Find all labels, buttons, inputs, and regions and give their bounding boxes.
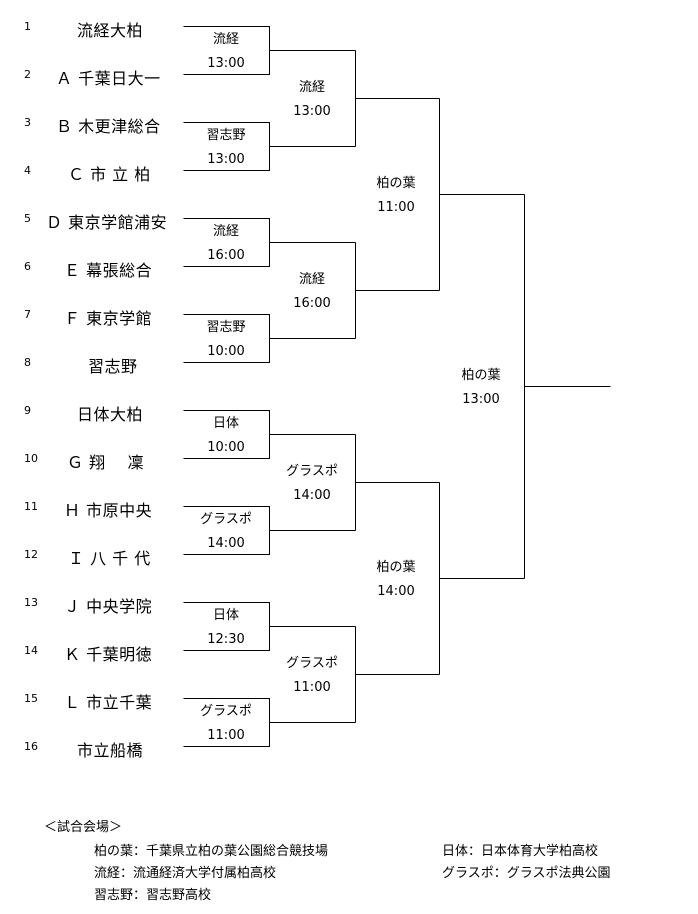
venue-legend-heading: ＜試合会場＞ bbox=[44, 820, 123, 835]
match-venue: 習志野 bbox=[206, 128, 246, 143]
seed-number: 10 bbox=[24, 452, 38, 465]
match-time: 13:00 bbox=[207, 56, 245, 71]
match-venue: 柏の葉 bbox=[376, 560, 416, 575]
match-time: 16:00 bbox=[207, 248, 245, 263]
match-venue: 日体 bbox=[212, 608, 239, 623]
bracket-r1-6 bbox=[183, 506, 356, 555]
team-name: Ｊ 中央学院 bbox=[64, 597, 153, 616]
seed-number: 13 bbox=[24, 596, 38, 609]
match-r1-7: 日体 12:30 bbox=[184, 604, 268, 652]
match-sf-2: 柏の葉 14:00 bbox=[354, 556, 438, 604]
match-venue: 流経 bbox=[212, 224, 239, 239]
match-venue: 柏の葉 bbox=[461, 368, 501, 383]
team-name: Ｄ 東京学館浦安 bbox=[46, 213, 168, 232]
match-time: 11:00 bbox=[377, 200, 415, 215]
match-venue: グラスポ bbox=[200, 704, 252, 719]
match-venue: グラスポ bbox=[200, 512, 252, 527]
bracket-final bbox=[524, 194, 611, 579]
bracket-r1-5 bbox=[183, 410, 356, 459]
venue-kashiwanoha: 柏の葉：千葉県立柏の葉公園総合競技場 bbox=[94, 844, 329, 859]
venue-narashino: 習志野：習志野高校 bbox=[94, 888, 212, 903]
seed-number: 3 bbox=[24, 116, 31, 129]
team-name: 市立船橋 bbox=[77, 741, 144, 760]
match-time: 10:00 bbox=[207, 440, 245, 455]
match-time: 14:00 bbox=[293, 488, 331, 503]
seed-number: 6 bbox=[24, 260, 31, 273]
match-time: 11:00 bbox=[207, 728, 245, 743]
match-time: 16:00 bbox=[293, 296, 331, 311]
team-name: 習志野 bbox=[88, 357, 138, 376]
match-r1-2: 習志野 13:00 bbox=[184, 124, 268, 172]
match-time: 13:00 bbox=[207, 152, 245, 167]
team-name: 流経大柏 bbox=[77, 21, 144, 40]
match-time: 14:00 bbox=[207, 536, 245, 551]
match-venue: 柏の葉 bbox=[376, 176, 416, 191]
seed-number: 15 bbox=[24, 692, 38, 705]
venue-nittai: 日体：日本体育大学柏高校 bbox=[442, 844, 599, 859]
team-name: Ｌ 市立千葉 bbox=[64, 693, 153, 712]
seed-number: 11 bbox=[24, 500, 38, 513]
seed-number: 14 bbox=[24, 644, 38, 657]
seed-number: 4 bbox=[24, 164, 31, 177]
match-time: 13:00 bbox=[293, 104, 331, 119]
bracket-r2-2 bbox=[355, 242, 440, 339]
seed-number: 2 bbox=[24, 68, 31, 81]
team-name: Ａ 千葉日大一 bbox=[56, 69, 161, 88]
seed-number: 1 bbox=[24, 20, 31, 33]
seed-number: 16 bbox=[24, 740, 38, 753]
team-name: 日体大柏 bbox=[77, 405, 144, 424]
team-name: Ｈ 市原中央 bbox=[64, 501, 153, 520]
bracket-r1-1 bbox=[183, 26, 356, 75]
match-venue: 流経 bbox=[212, 32, 239, 47]
seed-number: 5 bbox=[24, 212, 31, 225]
match-venue: 日体 bbox=[212, 416, 239, 431]
seed-number: 8 bbox=[24, 356, 31, 369]
match-r1-5: 日体 10:00 bbox=[184, 412, 268, 460]
match-venue: 流経 bbox=[298, 80, 325, 95]
seed-number: 12 bbox=[24, 548, 38, 561]
match-time: 13:00 bbox=[462, 392, 500, 407]
bracket-r1-7 bbox=[183, 602, 356, 651]
bracket-sf-2 bbox=[439, 482, 525, 675]
match-r1-4: 習志野 10:00 bbox=[184, 316, 268, 364]
match-sf-1: 柏の葉 11:00 bbox=[354, 172, 438, 220]
match-r1-8: グラスポ 11:00 bbox=[184, 700, 268, 748]
match-venue: グラスポ bbox=[286, 656, 338, 671]
venue-gurasupo: グラスポ：グラスポ法典公園 bbox=[442, 866, 611, 881]
bracket-r1-3 bbox=[183, 218, 356, 267]
team-name: Ｂ 木更津総合 bbox=[56, 117, 161, 136]
match-time: 10:00 bbox=[207, 344, 245, 359]
team-name: Ｋ 千葉明徳 bbox=[64, 645, 153, 664]
match-r2-4: グラスポ 11:00 bbox=[270, 652, 354, 700]
bracket-sf-1 bbox=[439, 98, 525, 291]
team-name: Ｉ 八 千 代 bbox=[68, 549, 151, 568]
seed-number: 7 bbox=[24, 308, 31, 321]
match-venue: グラスポ bbox=[286, 464, 338, 479]
bracket-r2-3 bbox=[355, 434, 440, 531]
team-name: Ｇ 翔 凜 bbox=[67, 453, 145, 472]
match-venue: 習志野 bbox=[206, 320, 246, 335]
match-venue: 流経 bbox=[298, 272, 325, 287]
seed-number: 9 bbox=[24, 404, 31, 417]
bracket-r2-4 bbox=[355, 626, 440, 723]
match-r2-3: グラスポ 14:00 bbox=[270, 460, 354, 508]
team-name: Ｆ 東京学館 bbox=[64, 309, 153, 328]
match-r1-1: 流経 13:00 bbox=[184, 28, 268, 76]
match-r2-1: 流経 13:00 bbox=[270, 76, 354, 124]
match-time: 12:30 bbox=[207, 632, 245, 647]
match-time: 11:00 bbox=[293, 680, 331, 695]
match-r1-3: 流経 16:00 bbox=[184, 220, 268, 268]
team-name: Ｅ 幕張総合 bbox=[64, 261, 153, 280]
bracket-r1-8 bbox=[183, 698, 356, 747]
match-time: 14:00 bbox=[377, 584, 415, 599]
match-r2-2: 流経 16:00 bbox=[270, 268, 354, 316]
match-r1-6: グラスポ 14:00 bbox=[184, 508, 268, 556]
match-final: 柏の葉 13:00 bbox=[439, 364, 523, 412]
bracket-r1-2 bbox=[183, 122, 356, 171]
bracket-r1-4 bbox=[183, 314, 356, 363]
venue-ryukei: 流経：流通経済大学付属柏高校 bbox=[94, 866, 277, 881]
team-name: Ｃ 市 立 柏 bbox=[68, 165, 151, 184]
bracket-r2-1 bbox=[355, 50, 440, 147]
